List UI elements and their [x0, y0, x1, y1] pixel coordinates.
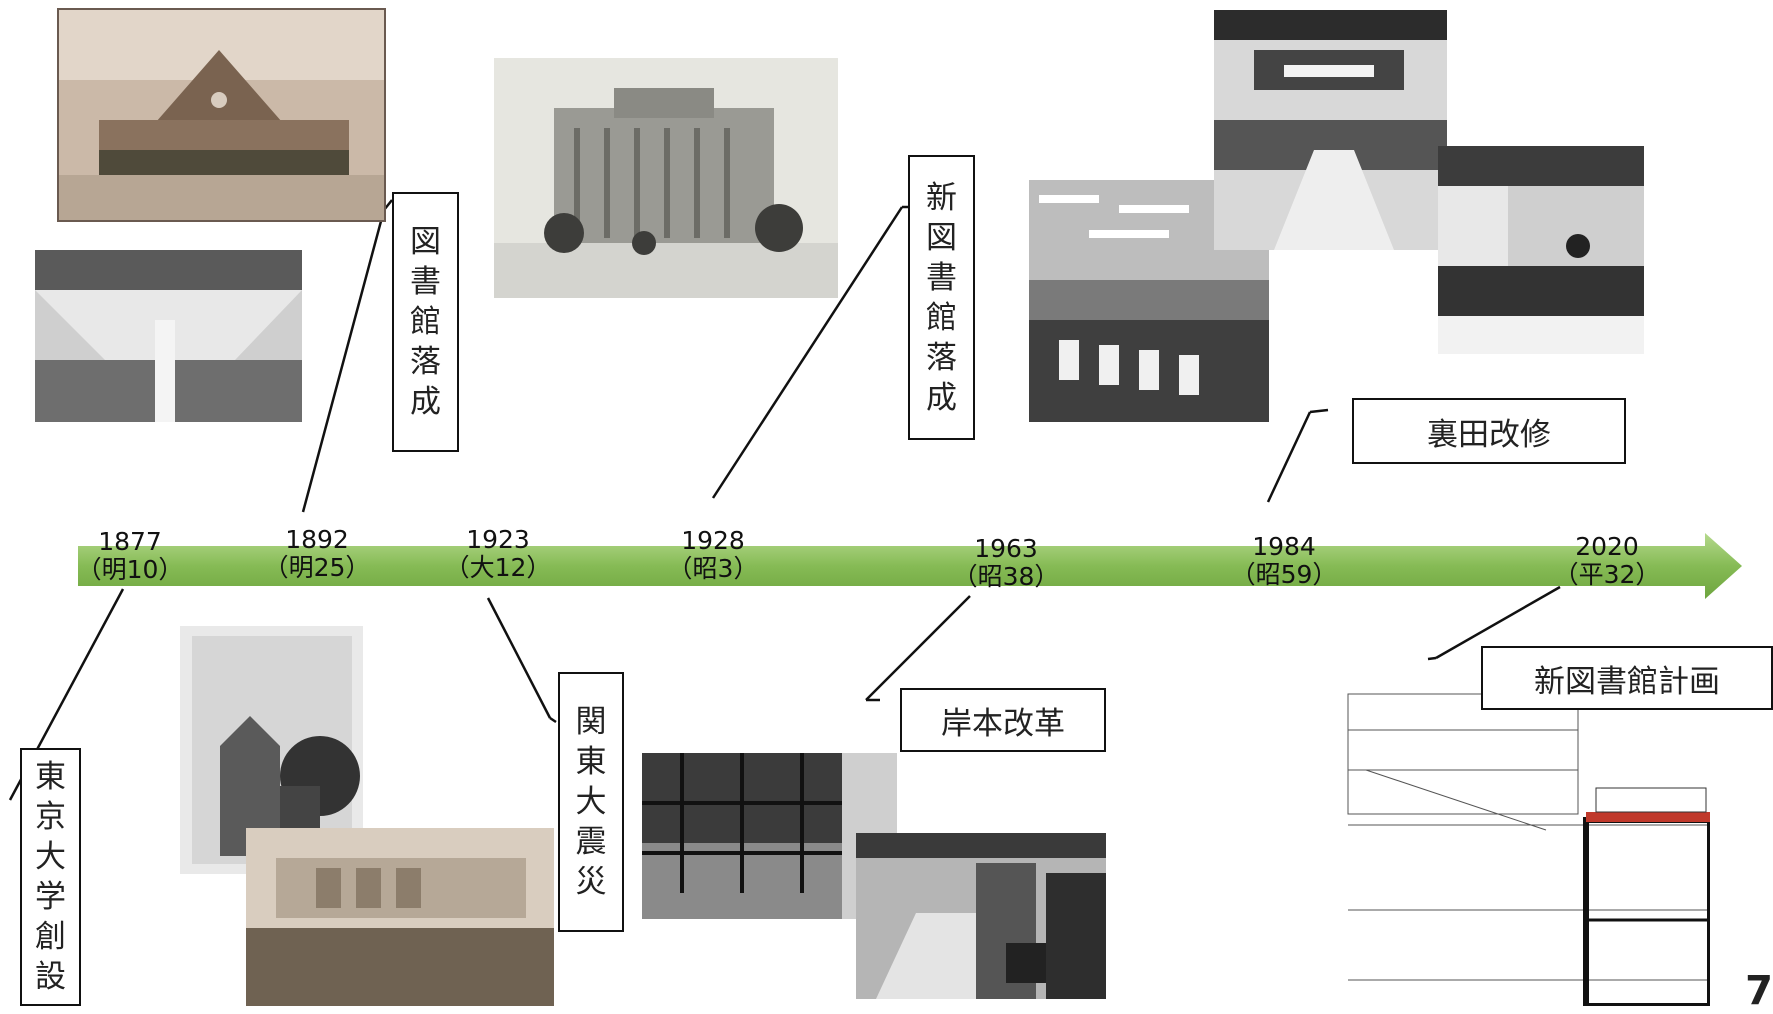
- year-1892: 1892（明25）: [263, 525, 371, 582]
- photo-renovated-hall: [856, 833, 1106, 999]
- label-new-library-completed: 新図書館落成: [908, 155, 975, 440]
- photo-urata-reading-room: [1214, 10, 1447, 250]
- label-founding: 東京大学創設: [20, 748, 81, 1006]
- year-1928: 1928（昭3）: [667, 526, 759, 583]
- page-number: 7: [1745, 968, 1773, 1014]
- photo-urata-study-area: [1438, 146, 1644, 354]
- photo-earthquake-ruins: [246, 828, 554, 1006]
- year-1923: 1923（大12）: [444, 525, 552, 582]
- drawing-new-library-section: [1346, 690, 1710, 1006]
- year-2020: 2020（平32）: [1553, 532, 1661, 589]
- label-library-completed: 図書館落成: [392, 192, 459, 452]
- photo-old-library-exterior: [57, 8, 386, 222]
- label-kishimoto-reform: 岸本改革: [900, 688, 1106, 752]
- label-urata-renovation: 裏田改修: [1352, 398, 1626, 464]
- label-great-kanto-earthquake: 関東大震災: [558, 672, 624, 932]
- photo-1928-library-building: [494, 58, 838, 298]
- photo-old-reading-room: [35, 250, 302, 422]
- year-1963: 1963（昭38）: [952, 534, 1060, 591]
- year-1877: 1877（明10）: [76, 527, 184, 584]
- year-1984: 1984（昭59）: [1230, 532, 1338, 589]
- label-new-library-plan: 新図書館計画: [1481, 646, 1773, 710]
